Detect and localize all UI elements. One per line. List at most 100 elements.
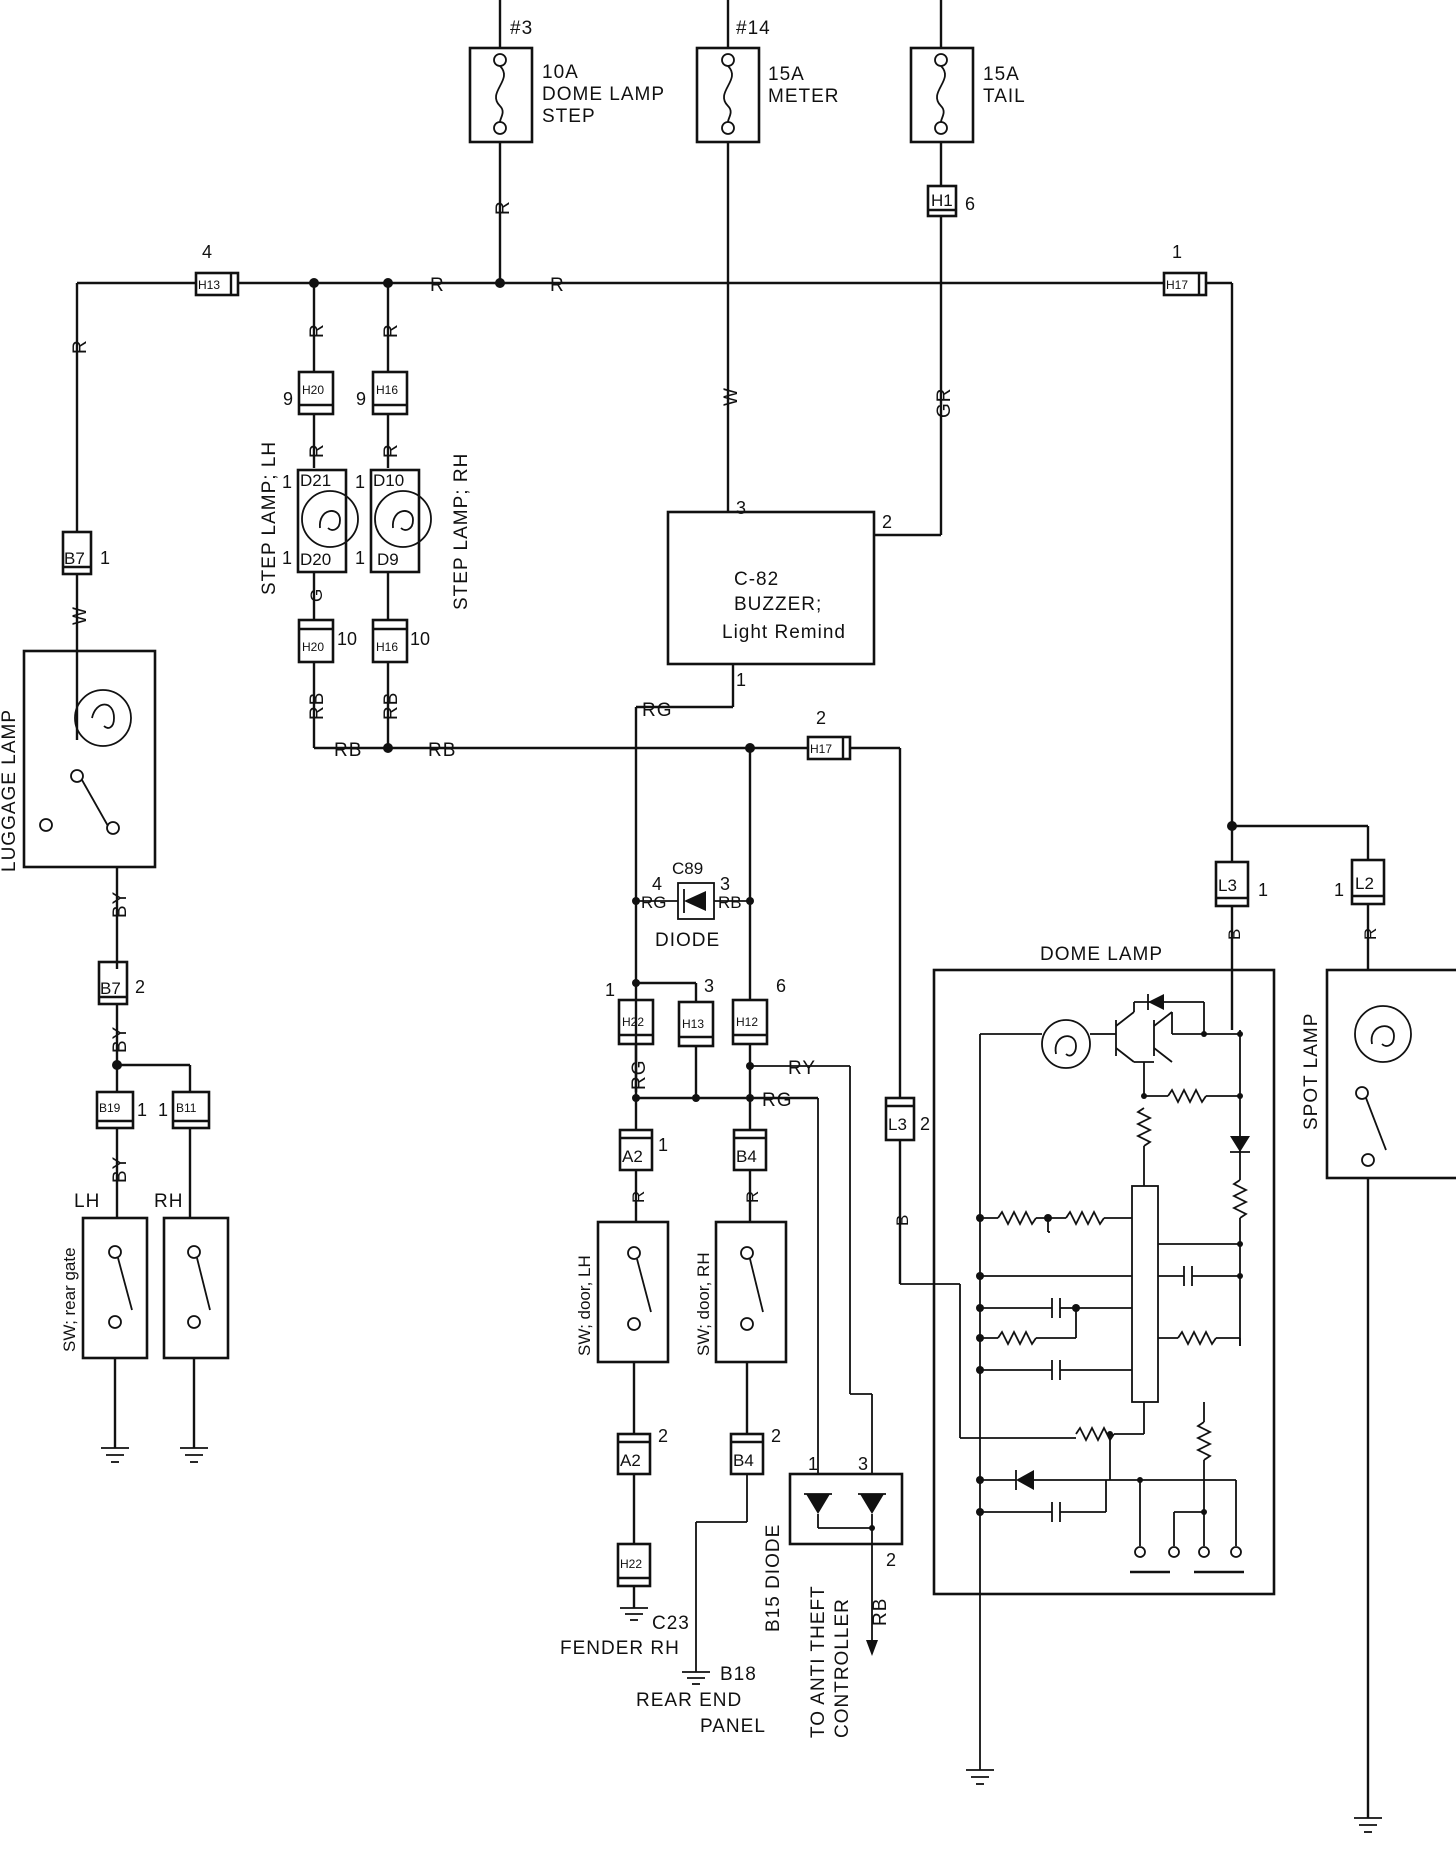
- pin-number: 1: [1334, 880, 1344, 900]
- step-lamps: R R H20 9 H16 9 R R D21 D20 D10 D9 1 1 1…: [259, 283, 472, 748]
- pin-number: 1: [808, 1454, 818, 1474]
- fender-rh-label: FENDER RH: [560, 1638, 680, 1659]
- rear-gate-switches: LH RH SW; rear gate: [60, 1191, 230, 1463]
- connector-label: H17: [1166, 278, 1188, 292]
- wire-color: R: [381, 323, 402, 338]
- pin-number: 3: [720, 874, 730, 894]
- dome-spot-feed: L3 1 L2 1 B R: [1214, 821, 1386, 1030]
- rh-label: RH: [154, 1191, 183, 1212]
- fuse-rating: 15A: [768, 64, 805, 85]
- pin-number: 4: [652, 874, 662, 894]
- wire-color: RB: [307, 692, 328, 720]
- pin-number: 10: [410, 629, 430, 649]
- l3-pin2-branch: L3 2 B: [884, 1096, 1076, 1439]
- pin-number: 1: [282, 548, 292, 568]
- connector-h1: H1 6 GR: [874, 184, 975, 537]
- spot-lamp-label: SPOT LAMP: [1301, 1013, 1322, 1130]
- pin-number: 2: [771, 1426, 781, 1446]
- wire-color: RG: [762, 1090, 793, 1111]
- wire-color: RG: [641, 893, 667, 912]
- connector-label: B7: [64, 549, 85, 568]
- connector-label: L2: [1355, 874, 1374, 893]
- pin-number: 4: [202, 242, 212, 262]
- connector-label: H22: [620, 1557, 642, 1571]
- wire-color: R: [70, 339, 91, 354]
- connector-label: L3: [1218, 876, 1237, 895]
- wire-color: R: [307, 323, 328, 338]
- diode-c89: C89 4 3 RG RB DIODE: [632, 859, 754, 951]
- step-lamp-rh-label: STEP LAMP; RH: [451, 453, 472, 610]
- pin-number: 2: [882, 512, 892, 532]
- wire-color: W: [721, 387, 742, 406]
- wire-color: GR: [934, 388, 955, 419]
- connector-label: A2: [622, 1147, 643, 1166]
- fuse-name-2: STEP: [542, 106, 596, 127]
- wire-color: RG: [629, 1060, 650, 1091]
- fuse-name: TAIL: [983, 86, 1026, 107]
- buzzer-label: Light Remind: [722, 622, 846, 643]
- pin-number: 1: [658, 1135, 668, 1155]
- connector-label: D9: [377, 550, 399, 569]
- connector-label: H12: [736, 1015, 758, 1029]
- wire-color: RB: [428, 740, 456, 761]
- wire-color: BY: [110, 891, 131, 918]
- wire-color: B: [893, 1215, 912, 1226]
- rb-bus: RB RB H17 2: [314, 708, 902, 1098]
- connector-label: H20: [302, 383, 324, 397]
- pin-number: 3: [704, 976, 714, 996]
- connector-label: A2: [620, 1451, 641, 1470]
- c89-label: C89: [672, 859, 703, 878]
- wire-color: RG: [642, 700, 673, 721]
- wire-color: RB: [334, 740, 362, 761]
- wire-color: RB: [718, 893, 742, 912]
- pin-number: 2: [135, 977, 145, 997]
- pin-number: 1: [355, 472, 365, 492]
- wire-color: BY: [110, 1156, 131, 1183]
- connector-label: B19: [99, 1101, 121, 1115]
- fuse-name: DOME LAMP: [542, 84, 665, 105]
- pin-number: 1: [605, 980, 615, 1000]
- connector-label: H17: [810, 742, 832, 756]
- r-bus: H13 4 H17 1 R R R W: [77, 200, 1234, 826]
- connector-label: H22: [622, 1015, 644, 1029]
- fuse-dome-lamp: #3 10A DOME LAMP STEP: [468, 0, 665, 283]
- wire-color: R: [493, 200, 514, 215]
- connector-label: H13: [682, 1017, 704, 1031]
- wire-color: R: [629, 1191, 648, 1203]
- fuse-rating: 15A: [983, 64, 1020, 85]
- pin-number: 1: [137, 1100, 147, 1120]
- lh-label: LH: [74, 1191, 100, 1212]
- spot-lamp: SPOT LAMP: [1301, 968, 1456, 1833]
- wire-color: BY: [110, 1026, 131, 1053]
- fuse-meter: #14 15A METER: [695, 0, 839, 512]
- pin-number: 6: [776, 976, 786, 996]
- buzzer-c82: 3 2 1 C-82 BUZZER; Light Remind RG: [634, 498, 892, 1092]
- pin-number: 3: [736, 498, 746, 518]
- connector-label: B4: [736, 1147, 757, 1166]
- anti-theft-label-2: CONTROLLER: [832, 1598, 853, 1738]
- dome-lamp-unit: DOME LAMP: [932, 944, 1276, 1785]
- luggage-branch: R B7 1 W LUGGAGE LAMP BY B7 2 BY B19 1 B…: [0, 283, 211, 1218]
- pin-number: 10: [337, 629, 357, 649]
- dome-lamp-label: DOME LAMP: [1040, 944, 1163, 965]
- connector-label: D21: [300, 471, 331, 490]
- wire-color: R: [550, 275, 565, 296]
- pin-number: 1: [282, 472, 292, 492]
- pin-number: 2: [886, 1550, 896, 1570]
- fuse-rating: 10A: [542, 62, 579, 83]
- connector-label: B11: [176, 1101, 197, 1115]
- sw-rear-gate-label: SW; rear gate: [60, 1247, 79, 1352]
- connector-label: H16: [376, 383, 398, 397]
- pin-number: 1: [158, 1100, 168, 1120]
- pin-number: 3: [858, 1454, 868, 1474]
- wire-color: R: [743, 1191, 762, 1203]
- diode-label: DIODE: [655, 930, 720, 951]
- wire-color: W: [70, 606, 91, 625]
- sw-door-lh-label: SW; door, LH: [575, 1255, 594, 1356]
- ground-c23-label: C23: [652, 1613, 690, 1634]
- pin-number: 1: [1258, 880, 1268, 900]
- anti-theft-label: TO ANTI THEFT: [808, 1585, 829, 1738]
- wire-color: R: [430, 275, 445, 296]
- wire-color: R: [307, 443, 328, 458]
